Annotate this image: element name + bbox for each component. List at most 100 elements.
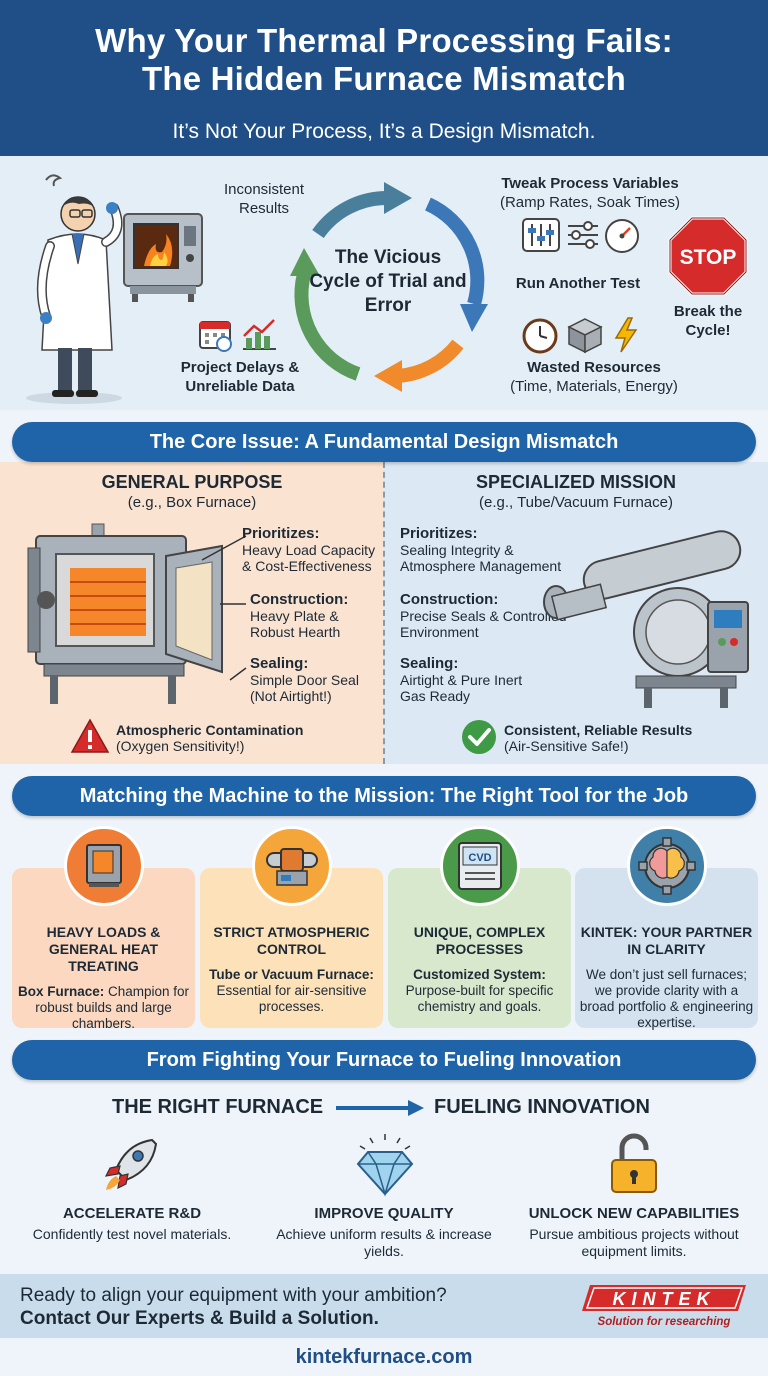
- card-atmospheric-lead: Tube or Vacuum Furnace:: [209, 967, 374, 982]
- cta-contact-link[interactable]: Contact Our Experts & Build a Solution.: [20, 1308, 379, 1329]
- card-atmospheric-desc: Tube or Vacuum Furnace: Essential for ai…: [200, 967, 383, 1015]
- cycle-title: The Vicious Cycle of Trial and Error: [309, 247, 467, 316]
- page-title: Why Your Thermal Processing Fails: The H…: [0, 0, 768, 98]
- cycle-section: Inconsistent Results The Vicious Cycle o…: [0, 156, 768, 410]
- box-furnace-icon: [86, 844, 122, 887]
- sm-prioritizes-text: Sealing Integrity & Atmosphere Managemen…: [400, 542, 562, 574]
- card-heavy-loads: HEAVY LOADS & GENERAL HEAT TREATING Box …: [12, 868, 195, 1031]
- inconsistent-results-label: Inconsistent Results: [223, 181, 305, 217]
- small-furnace-icon: [123, 213, 203, 302]
- calendar-icon: [199, 321, 232, 352]
- title-line-2: The Hidden Furnace Mismatch: [142, 60, 626, 97]
- tube-furnace-icon: [266, 848, 318, 886]
- gp-prioritizes-head: Prioritizes:: [242, 525, 320, 542]
- page-subtitle: It’s Not Your Process, It’s a Design Mis…: [172, 120, 596, 143]
- header-banner: Why Your Thermal Processing Fails: The H…: [0, 0, 768, 156]
- reliable-results-title: Consistent, Reliable Results: [504, 722, 693, 738]
- general-purpose-subtitle: (e.g., Box Furnace): [127, 494, 257, 511]
- gp-sealing-text: Simple Door Seal (Not Airtight!): [250, 672, 359, 704]
- contamination-title: Atmospheric Contamination: [116, 722, 304, 738]
- sm-construction-text: Precise Seals & Controlled Environment: [400, 608, 567, 640]
- cta-question: Ready to align your equipment with your …: [20, 1285, 447, 1306]
- tweak-detail: (Ramp Rates, Soak Times): [499, 194, 681, 211]
- reliable-results: Consistent, Reliable Results (Air-Sensit…: [504, 722, 764, 754]
- rocket-icon: [104, 1138, 158, 1190]
- sm-construction-head: Construction:: [400, 591, 499, 608]
- sm-sealing: Sealing: Airtight & Pure Inert Gas Ready: [400, 656, 530, 705]
- card-heavy-loads-text: Champion for robust builds and large cha…: [35, 984, 190, 1031]
- wasted-detail: (Time, Materials, Energy): [510, 378, 678, 395]
- unlocked-padlock-icon: [611, 1133, 657, 1193]
- kintek-logo[interactable]: KINTEK Solution for researching: [580, 1283, 748, 1329]
- gp-construction: Construction: Heavy Plate & Robust Heart…: [250, 591, 382, 641]
- panel-divider: [383, 462, 385, 764]
- sm-prioritizes: Prioritizes: Sealing Integrity & Atmosph…: [400, 525, 590, 575]
- sliders-icon: [522, 218, 560, 252]
- growth-chart-icon: [243, 319, 276, 350]
- title-line-1: Why Your Thermal Processing Fails:: [95, 22, 673, 59]
- gp-prioritizes: Prioritizes: Heavy Load Capacity & Cost-…: [242, 525, 382, 575]
- card-kintek-desc: We don’t just sell furnaces; we provide …: [579, 967, 754, 1030]
- benefit-unlock-title: UNLOCK NEW CAPABILITIES: [528, 1205, 740, 1222]
- benefit-quality-title: IMPROVE QUALITY: [314, 1205, 454, 1222]
- card-kintek: KINTEK: YOUR PARTNER IN CLARITY We don’t…: [575, 868, 758, 1030]
- general-purpose-title: GENERAL PURPOSE: [101, 472, 283, 492]
- card-complex-text: Purpose-built for specific chemistry and…: [405, 983, 554, 1014]
- box-furnace-illustration: [27, 523, 223, 704]
- kintek-logo-text: KINTEK: [613, 1289, 716, 1309]
- benefit-unlock-text: Pursue ambitious projects without equipm…: [529, 1226, 739, 1259]
- benefit-quality: IMPROVE QUALITY Achieve uniform results …: [264, 1205, 504, 1260]
- card-complex-desc: Customized System: Purpose-built for spe…: [388, 967, 571, 1015]
- warning-icon: [70, 718, 110, 753]
- card-complex: UNIQUE, COMPLEX PROCESSES Customized Sys…: [388, 868, 571, 1028]
- gauge-icon: [605, 219, 639, 253]
- stop-sign-text: STOP: [680, 246, 737, 269]
- benefit-quality-text: Achieve uniform results & increase yield…: [276, 1226, 492, 1259]
- material-cube-icon: [567, 318, 603, 354]
- kintek-expertise-badge: [627, 826, 707, 906]
- contamination-detail: (Oxygen Sensitivity!): [116, 738, 245, 754]
- clock-icon: [522, 318, 558, 354]
- delays-label: Project Delays & Unreliable Data: [180, 359, 300, 395]
- lightning-icon: [614, 317, 638, 353]
- core-issue-heading: The Core Issue: A Fundamental Design Mis…: [12, 422, 756, 462]
- gp-construction-head: Construction:: [250, 591, 349, 608]
- sm-sealing-text: Airtight & Pure Inert Gas Ready: [400, 672, 523, 704]
- settings-toggles-icon: [568, 221, 598, 249]
- box-furnace-badge: [64, 826, 144, 906]
- cvd-label: CVD: [468, 852, 491, 864]
- check-icon: [462, 720, 496, 754]
- fueling-innovation-label: FUELING INNOVATION: [434, 1096, 650, 1118]
- cvd-badge: CVD: [440, 826, 520, 906]
- wasted-label: Wasted Resources (Time, Materials, Energ…: [484, 358, 704, 396]
- matching-heading: Matching the Machine to the Mission: The…: [12, 776, 756, 816]
- kintek-logo-tagline: Solution for researching: [598, 1316, 731, 1328]
- cvd-system-icon: CVD: [458, 842, 502, 890]
- benefit-accelerate-title: ACCELERATE R&D: [62, 1205, 202, 1222]
- tweak-title: Tweak Process Variables: [501, 175, 679, 192]
- tweak-label: Tweak Process Variables (Ramp Rates, Soa…: [480, 174, 700, 212]
- sm-prioritizes-head: Prioritizes:: [400, 525, 478, 542]
- benefit-accelerate: ACCELERATE R&D Confidently test novel ma…: [12, 1205, 252, 1243]
- wasted-title: Wasted Resources: [527, 359, 661, 376]
- gp-construction-text: Heavy Plate & Robust Hearth: [250, 608, 341, 640]
- card-atmospheric-text: Essential for air-sensitive processes.: [216, 983, 367, 1014]
- gp-sealing-head: Sealing:: [250, 655, 309, 672]
- benefit-accelerate-text: Confidently test novel materials.: [32, 1226, 232, 1242]
- brain-gear-icon: [638, 837, 696, 895]
- break-cycle-label: Break the Cycle!: [673, 303, 743, 339]
- diamond-icon: [356, 1134, 414, 1197]
- website-link[interactable]: kintekfurnace.com: [295, 1346, 473, 1368]
- card-heavy-loads-desc: Box Furnace: Champion for robust builds …: [12, 984, 195, 1032]
- tube-vacuum-furnace-illustration: [543, 530, 749, 708]
- arrow-right-icon: [336, 1100, 424, 1116]
- card-complex-title: UNIQUE, COMPLEX PROCESSES: [413, 924, 546, 957]
- reliable-results-detail: (Air-Sensitive Safe!): [504, 738, 629, 754]
- right-furnace-label: THE RIGHT FURNACE: [112, 1096, 324, 1118]
- tube-furnace-badge: [252, 826, 332, 906]
- gp-prioritizes-text: Heavy Load Capacity & Cost-Effectiveness: [242, 542, 376, 574]
- card-atmospheric-title: STRICT ATMOSPHERIC CONTROL: [213, 924, 370, 957]
- scientist-illustration: [26, 174, 123, 404]
- stop-sign-icon: STOP: [668, 216, 748, 296]
- contamination-warning: Atmospheric Contamination (Oxygen Sensit…: [116, 722, 384, 754]
